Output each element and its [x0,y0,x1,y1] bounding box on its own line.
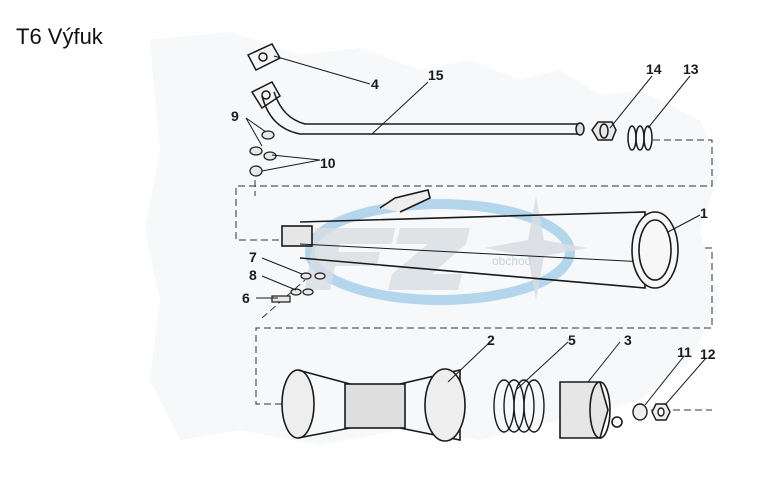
part-end-cap [559,381,623,439]
label-6: 6 [242,290,250,306]
label-7: 7 [249,249,257,265]
label-12: 12 [700,346,716,362]
part-number-labels: 1 2 3 4 5 6 7 8 9 10 11 12 13 14 15 [231,61,716,362]
label-13: 13 [683,61,699,77]
part-washers-left [249,130,277,177]
part-muffler [281,189,679,289]
leader-lines [245,55,707,406]
label-8: 8 [249,267,257,283]
part-silencer-shell [281,368,466,442]
part-bolts [271,272,326,303]
watermark-logo: obchod [305,196,588,305]
part-springs [493,379,545,433]
label-9: 9 [231,108,239,124]
label-2: 2 [487,332,495,348]
label-3: 3 [624,332,632,348]
label-15: 15 [428,67,444,83]
label-4: 4 [371,76,379,92]
page-title: T6 Výfuk [16,24,103,49]
label-5: 5 [568,332,576,348]
watermark-text: obchod [492,254,531,268]
label-10: 10 [320,155,336,171]
label-11: 11 [677,344,692,360]
label-1: 1 [700,205,708,221]
part-washers-right [632,403,671,421]
label-14: 14 [646,61,662,77]
part-nut-spring-top [591,121,653,151]
